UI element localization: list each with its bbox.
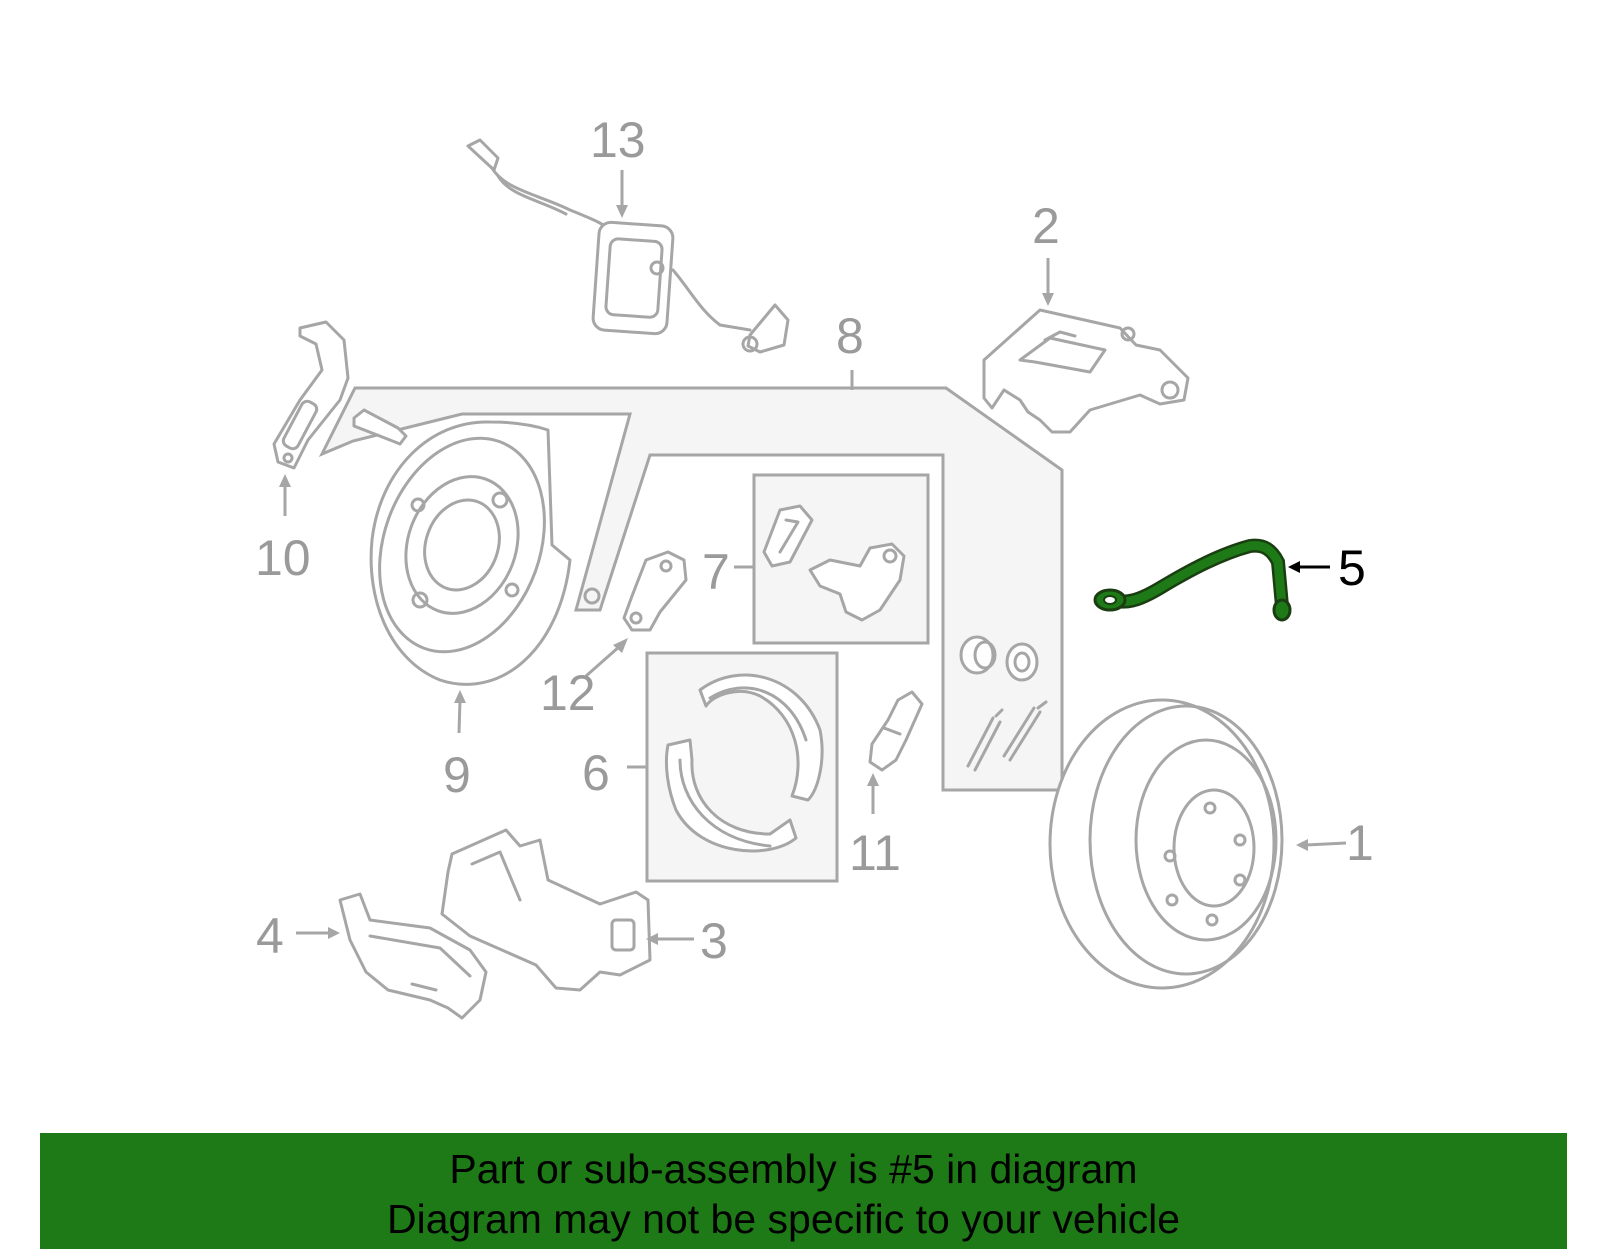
part-5-brake-hose[interactable] [1093,538,1292,622]
callout-13: 13 [590,112,646,168]
part-9-backing-plate[interactable] [351,415,601,686]
info-banner: Part or sub-assembly is #5 in diagram Di… [40,1133,1567,1249]
part-13-abs-sensor[interactable] [466,138,790,354]
part-7-strut-kit[interactable] [762,504,906,622]
callout-7: 7 [702,544,730,600]
callout-8: 8 [836,308,864,364]
callout-9: 9 [443,747,471,803]
callout-1: 1 [1346,815,1374,871]
part-2-caliper[interactable] [982,308,1190,434]
part-10-bracket[interactable] [272,320,350,470]
banner-line-1: Part or sub-assembly is #5 in diagram [449,1146,1138,1192]
callout-2: 2 [1032,198,1060,254]
part-8-pin [352,408,408,446]
part-6-brake-shoes[interactable] [664,673,824,853]
part-1-rotor[interactable] [1048,698,1284,990]
part-4-brake-pad[interactable] [338,892,488,1020]
callout-3: 3 [700,913,728,969]
callout-10: 10 [255,530,311,586]
part-3-caliper-bracket[interactable] [440,828,652,992]
part-11-adjuster[interactable] [868,690,924,772]
callout-5: 5 [1338,540,1366,596]
leader-arrows [279,170,1347,945]
banner-line-2: Diagram may not be specific to your vehi… [386,1196,1180,1242]
callout-4: 4 [256,908,284,964]
part-8-hardware [959,635,1048,772]
callout-12: 12 [540,665,596,721]
callout-11: 11 [849,825,901,881]
part-12-lever[interactable] [622,550,688,632]
callout-6: 6 [582,745,610,801]
